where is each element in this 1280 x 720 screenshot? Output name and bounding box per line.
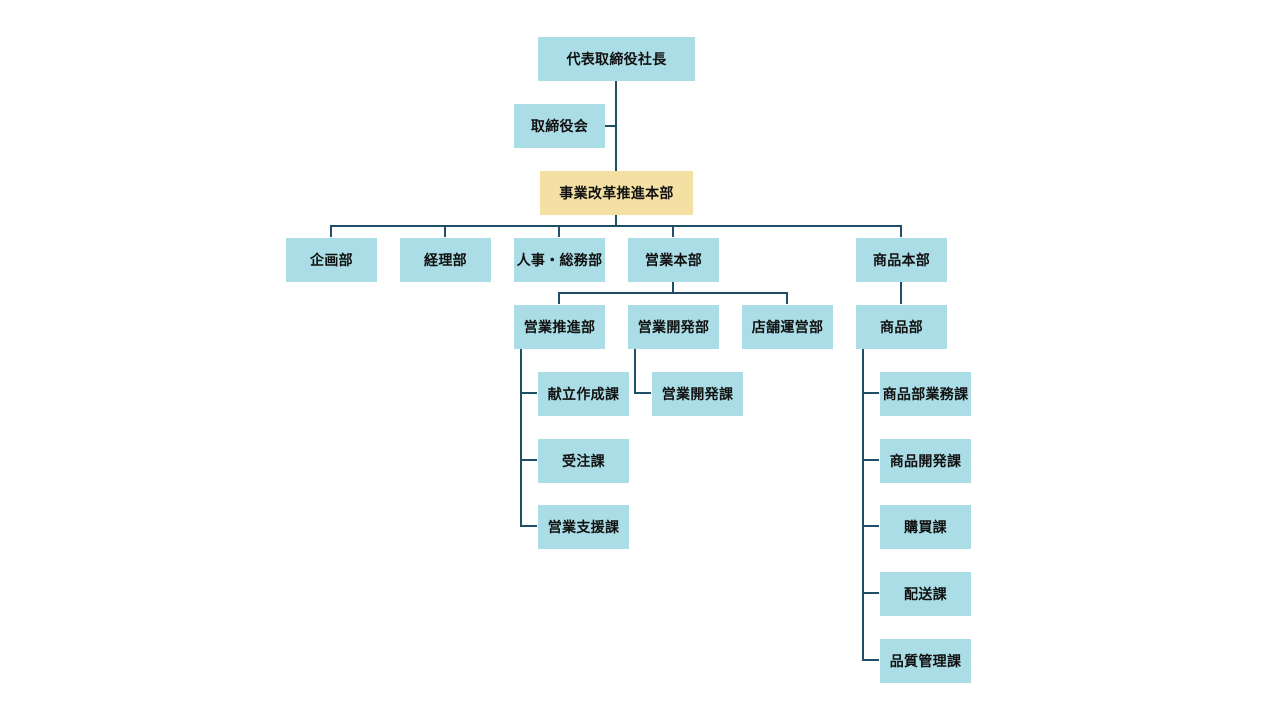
connector [672,225,674,237]
connector [605,125,616,127]
connector [520,525,537,527]
node-sales-dev-section: 営業開発課 [652,372,743,416]
node-sales-promotion: 営業推進部 [514,305,605,349]
node-hr-general: 人事・総務部 [514,238,605,282]
connector [634,392,651,394]
connector [862,525,879,527]
connector [862,459,879,461]
node-accounting: 経理部 [400,238,491,282]
node-purchasing: 購買課 [880,505,971,549]
connector [900,282,902,304]
node-ceo: 代表取締役社長 [538,37,695,81]
node-menu-planning: 献立作成課 [538,372,629,416]
connector [862,592,879,594]
node-planning: 企画部 [286,238,377,282]
node-merch-hq: 商品本部 [856,238,947,282]
connector [558,225,560,237]
connector [615,215,617,227]
connector [672,282,674,294]
connector [862,349,864,661]
node-board: 取締役会 [514,104,605,148]
node-delivery: 配送課 [880,572,971,616]
connector [862,659,879,661]
connector [520,392,537,394]
node-merch-operations: 商品部業務課 [880,372,971,416]
connector [330,225,332,237]
connector [558,292,560,304]
node-merch-dept: 商品部 [856,305,947,349]
node-quality: 品質管理課 [880,639,971,683]
connector [615,81,617,171]
node-store-ops: 店舗運営部 [742,305,833,349]
node-sales-support: 営業支援課 [538,505,629,549]
node-merch-development: 商品開発課 [880,439,971,483]
node-sales-hq: 営業本部 [628,238,719,282]
node-orders: 受注課 [538,439,629,483]
connector [330,225,902,227]
connector [862,392,879,394]
connector [558,292,788,294]
connector [786,292,788,304]
node-reform-hq: 事業改革推進本部 [540,171,693,215]
connector [900,225,902,237]
connector [520,349,522,527]
connector [444,225,446,237]
connector [520,459,537,461]
connector [634,349,636,393]
node-sales-development: 営業開発部 [628,305,719,349]
